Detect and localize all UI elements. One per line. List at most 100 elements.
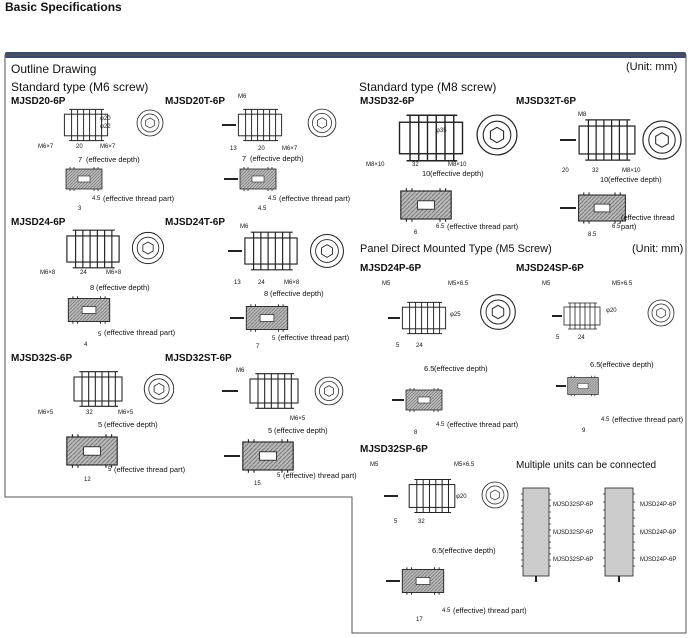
dim-m6-d: M6 <box>236 368 245 374</box>
dim-d25-a: φ25 <box>450 312 461 318</box>
dim-d22-a: φ22 <box>100 124 111 130</box>
dim-4-5-d: 4.5 <box>436 422 445 428</box>
multi-left-2: MJSD32SP-6P <box>553 530 594 536</box>
eff-depth-2: (effective depth) <box>250 154 304 163</box>
dim-3-a: 3 <box>78 206 82 212</box>
dim-24-a: 24 <box>80 270 87 276</box>
part-mjsd32st-6p: MJSD32ST-6P <box>165 353 232 364</box>
multi-stack-right <box>603 487 635 582</box>
multi-right-1: MJSD24P-6P <box>640 502 677 508</box>
eff-depth-10: (effective depth) <box>600 360 654 369</box>
dim-32-b: 32 <box>412 162 419 168</box>
dim-5-e: 5 <box>268 426 273 435</box>
dim-m6-b: M6 <box>238 94 247 100</box>
dim-15-a: 15 <box>254 481 261 487</box>
part-mjsd24t-6p: MJSD24T-6P <box>165 217 226 228</box>
eff-depth-1: (effective depth) <box>86 155 140 164</box>
dim-7-c: 7 <box>256 344 260 350</box>
dim-d35-a: φ35 <box>436 128 447 134</box>
dim-d20-c: φ20 <box>456 494 467 500</box>
dim-6-5-e: 6.5 <box>432 546 443 555</box>
multi-heading: Multiple units can be connected <box>516 460 657 471</box>
eff-depth-8: (effective depth) <box>608 175 662 184</box>
multi-right-3: MJSD24P-6P <box>640 557 677 563</box>
dim-32-c: 32 <box>592 168 599 174</box>
dim-13-a: 13 <box>230 146 237 152</box>
part-mjsd24-6p: MJSD24-6P <box>11 217 66 228</box>
dim-8-b: 8 <box>264 289 269 298</box>
dim-m6x8-a: M6×8 <box>40 270 56 276</box>
dim-5-h: 5 <box>556 335 560 341</box>
dim-d20-b: φ20 <box>606 308 617 314</box>
dim-m8x10-c: M8×10 <box>622 168 641 174</box>
eff-thread-6: (effective) thread part) <box>283 471 357 480</box>
dim-17-a: 17 <box>416 617 423 623</box>
eff-thread-8a: (effective thread <box>621 213 675 222</box>
dim-m6x7-b: M6×7 <box>100 144 116 150</box>
dim-5-i: 5 <box>394 519 398 525</box>
part-mjsd32sp-6p: MJSD32SP-6P <box>360 444 428 455</box>
dim-12-a: 12 <box>84 477 91 483</box>
dim-m8-a: M8 <box>578 112 587 118</box>
eff-thread-9: (effective thread part) <box>447 420 519 429</box>
eff-depth-9: (effective depth) <box>434 364 488 373</box>
dim-m6x8-c: M6×8 <box>284 280 300 286</box>
dim-4-5-b: 4.5 <box>268 196 277 202</box>
eff-thread-5: (effective thread part) <box>114 465 186 474</box>
part-mjsd24p-6p: MJSD24P-6P <box>360 263 422 274</box>
dim-4-5-a: 4.5 <box>92 196 101 202</box>
dim-m6x5-b: M6×5 <box>118 410 134 416</box>
dim-5-g: 5 <box>396 343 400 349</box>
unit-label: (Unit: mm) <box>626 61 678 73</box>
dim-m6x8-b: M6×8 <box>106 270 122 276</box>
eff-thread-1: (effective thread part) <box>103 194 175 203</box>
dim-5-a: 5 <box>98 332 102 338</box>
part-mjsd20-6p: MJSD20-6P <box>11 96 66 107</box>
dim-6-5-a: 6.5 <box>436 224 445 230</box>
eff-thread-4: (effective thread part) <box>278 333 350 342</box>
dim-32-d: 32 <box>418 519 425 525</box>
eff-thread-11: (effective) thread part) <box>453 606 527 615</box>
dim-m5x6-5-a: M5×6.5 <box>448 281 469 287</box>
eff-thread-2: (effective thread part) <box>279 194 351 203</box>
eff-depth-4: (effective depth) <box>270 289 324 298</box>
eff-thread-3: (effective thread part) <box>104 328 176 337</box>
panel-heading: Panel Direct Mounted Type (M5 Screw) <box>360 243 552 255</box>
dim-5-c: 5 <box>98 420 103 429</box>
dim-m8x10-b: M8×10 <box>448 162 467 168</box>
dim-9-a: 9 <box>582 428 586 434</box>
part-mjsd24sp-6p: MJSD24SP-6P <box>516 263 584 274</box>
dim-24-b: 24 <box>258 280 265 286</box>
part-mjsd32-6p: MJSD32-6P <box>360 96 415 107</box>
dim-m5x6-5-b: M5×6.5 <box>612 281 633 287</box>
dim-6-5-c: 6.5 <box>424 364 435 373</box>
eff-depth-6: (effective depth) <box>274 426 328 435</box>
eff-thread-7: (effective thread part) <box>447 222 519 231</box>
section-title: Outline Drawing <box>11 62 97 76</box>
dim-m6-c: M6 <box>240 224 249 230</box>
dim-6-5-b: 6.5 <box>612 224 621 230</box>
dim-24-c: 24 <box>416 343 423 349</box>
part-mjsd32s-6p: MJSD32S-6P <box>11 353 73 364</box>
dim-24-d: 24 <box>578 335 585 341</box>
dim-8-5-a: 8.5 <box>588 232 597 238</box>
dim-7-b: 7 <box>242 154 247 163</box>
dim-m5-c: M5 <box>370 462 379 468</box>
right-heading: Standard type (M8 screw) <box>359 80 497 94</box>
dim-6-5-d: 6.5 <box>590 360 601 369</box>
dim-m6x7-c: M6×7 <box>282 146 298 152</box>
eff-depth-11: (effective depth) <box>442 546 496 555</box>
eff-thread-10: (effective thread part) <box>612 415 684 424</box>
dim-6-a: 6 <box>414 230 418 236</box>
dim-32-a: 32 <box>86 410 93 416</box>
dim-m6x5-c: M6×5 <box>290 416 306 422</box>
dim-4-5-e: 4.5 <box>601 417 610 423</box>
dim-20-a: 20 <box>76 144 83 150</box>
eff-depth-5: (effective depth) <box>104 420 158 429</box>
dim-10-a: 10 <box>422 169 431 178</box>
unit-label-panel: (Unit: mm) <box>632 243 684 255</box>
eff-thread-8b: part) <box>621 222 637 231</box>
dim-m6x7-a: M6×7 <box>38 144 54 150</box>
dim-5-d: 5 <box>108 467 112 473</box>
